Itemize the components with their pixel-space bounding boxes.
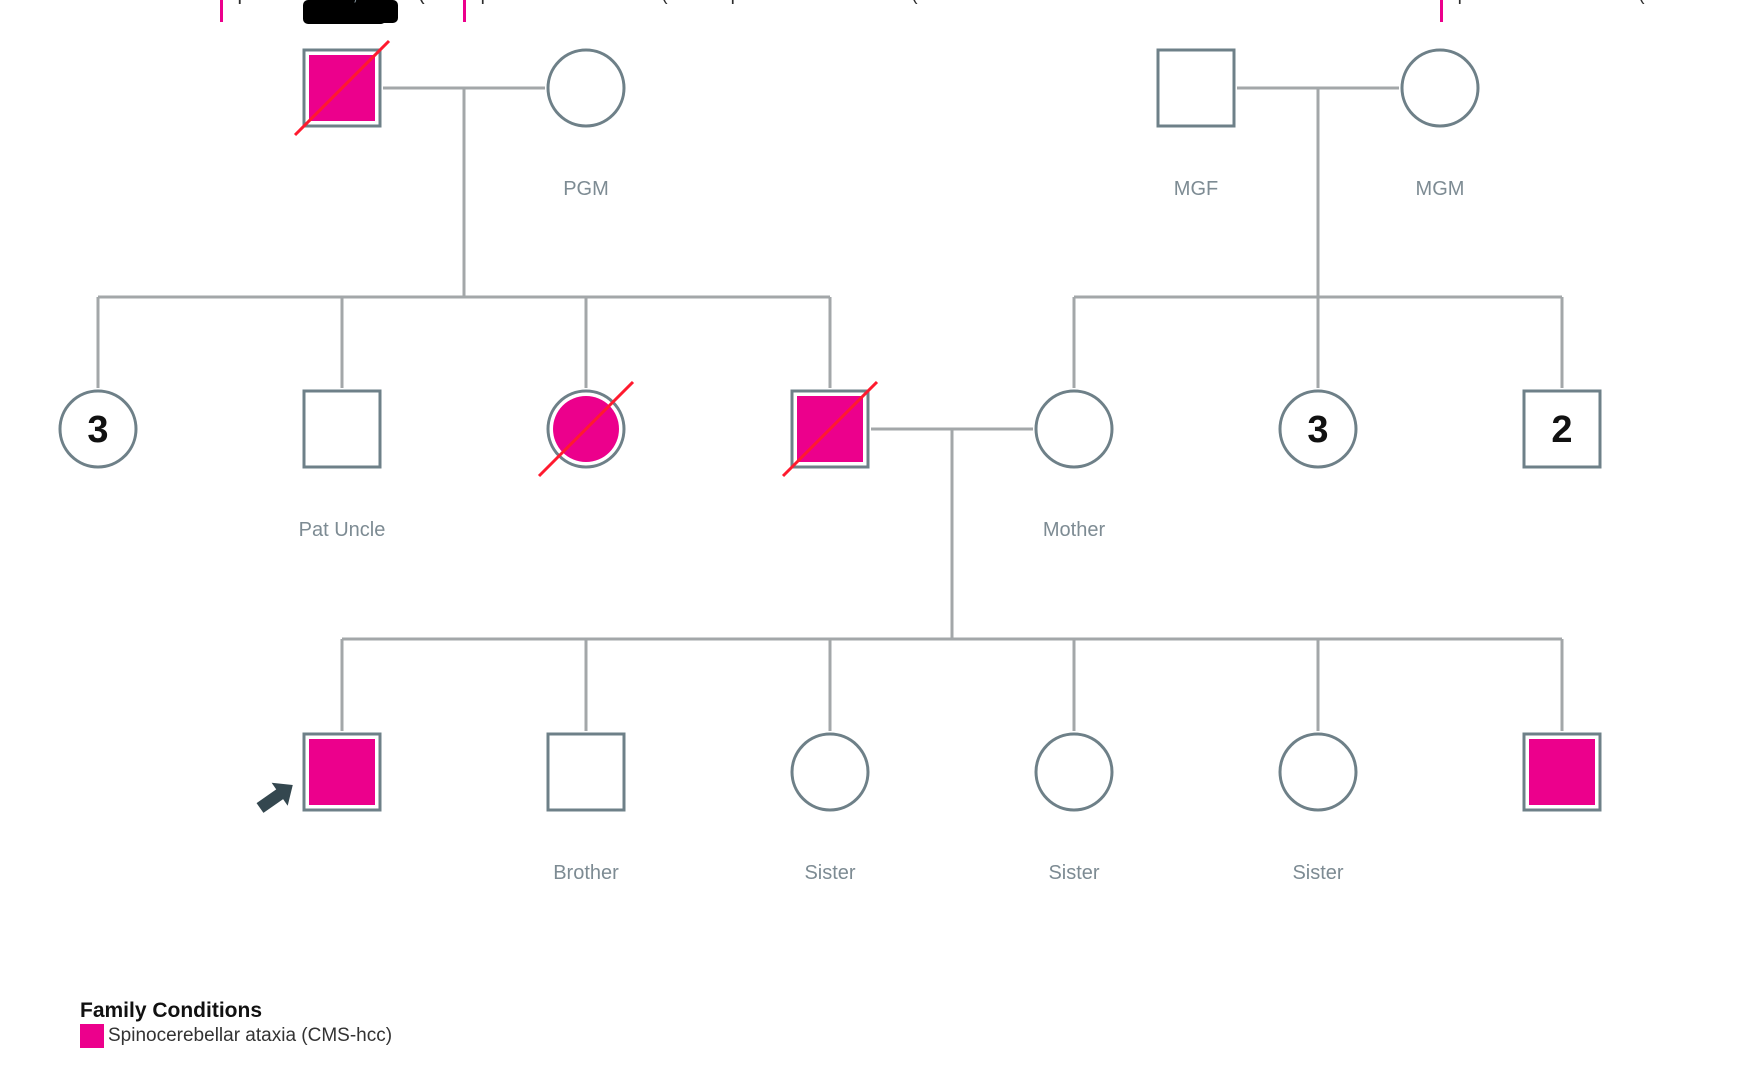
member-patient[interactable] — [252, 732, 382, 819]
member-mat-aunts-group[interactable]: 3 — [1278, 389, 1358, 469]
deceased-slash — [537, 380, 635, 478]
member-name: Father — [801, 0, 859, 5]
member-pat-aunts-group[interactable]: 3 — [58, 389, 138, 469]
member-pgm[interactable] — [546, 48, 626, 128]
legend-title: Family Conditions — [80, 999, 263, 1022]
member-label: MGM — [1416, 178, 1465, 200]
callout-brother-2[interactable]: BrotherSpinocerebellar ataxia (... — [1440, 0, 1660, 22]
member-label: Brother — [553, 862, 619, 884]
female-circle-symbol[interactable] — [1034, 732, 1114, 812]
member-condition: Spinocerebellar ataxia (... — [468, 0, 683, 5]
member-sister-1[interactable] — [790, 732, 870, 812]
female-circle-symbol[interactable] — [790, 732, 870, 812]
female-circle-symbol[interactable] — [1034, 389, 1114, 469]
member-condition: Spinocerebellar ataxia (... — [718, 0, 933, 5]
female-circle-symbol[interactable] — [546, 48, 626, 128]
member-label: MGF — [1174, 178, 1218, 200]
condition-color-bar — [1440, 0, 1443, 22]
member-pgf[interactable] — [293, 39, 391, 137]
male-square-symbol[interactable] — [1522, 389, 1602, 469]
member-mat-uncles-group[interactable]: 2 — [1522, 389, 1602, 469]
connector-lines — [96, 86, 1564, 731]
callouts: PGFSpinocerebellar ataxia (...Pat AuntSp… — [220, 0, 1660, 24]
female-circle-symbol[interactable] — [1278, 389, 1358, 469]
member-label: Mother — [1043, 519, 1106, 541]
female-circle-symbol[interactable] — [1400, 48, 1480, 128]
family-members: 3 3 2 — [58, 39, 1602, 819]
member-brother-2[interactable] — [1522, 732, 1602, 812]
member-pat-uncle[interactable] — [302, 389, 382, 469]
condition-color-bar — [463, 0, 466, 22]
condition-color-swatch — [80, 1024, 104, 1048]
sibling-count: 3 — [1307, 409, 1328, 451]
member-name: Brother — [1529, 0, 1595, 5]
member-mother[interactable] — [1034, 389, 1114, 469]
male-square-symbol[interactable] — [546, 732, 626, 812]
member-pat-aunt[interactable] — [537, 380, 635, 478]
legend-item-label: Spinocerebellar ataxia (CMS-hcc) — [108, 1025, 393, 1046]
member-name: Pat Aunt — [548, 0, 624, 5]
female-circle-symbol[interactable] — [58, 389, 138, 469]
callout-pat-aunt[interactable]: Pat AuntSpinocerebellar ataxia (... — [463, 0, 683, 22]
sibling-count: 2 — [1551, 409, 1572, 451]
member-label: Sister — [804, 862, 855, 884]
member-sister-3[interactable] — [1278, 732, 1358, 812]
member-father[interactable] — [781, 380, 879, 478]
legend-item: Spinocerebellar ataxia (CMS-hcc) — [80, 1024, 392, 1048]
member-sister-2[interactable] — [1034, 732, 1114, 812]
member-name: Patient, — [290, 0, 358, 5]
affected-fill — [1529, 739, 1595, 805]
deceased-slash — [293, 39, 391, 137]
condition-color-bar — [220, 0, 223, 22]
sibling-count: 3 — [87, 409, 108, 451]
member-mgm[interactable] — [1400, 48, 1480, 128]
female-circle-symbol[interactable] — [1278, 732, 1358, 812]
member-label: Pat Uncle — [299, 519, 386, 541]
member-brother-1[interactable] — [546, 732, 626, 812]
member-label: Sister — [1048, 862, 1099, 884]
callout-patient[interactable]: Patient,Spinocerebellar ataxia (... — [220, 0, 440, 24]
family-conditions-legend: Family Conditions Spinocerebellar ataxia… — [80, 998, 392, 1048]
redacted-detail — [363, 0, 398, 23]
callout-father[interactable]: FatherSpinocerebellar ataxia (... — [718, 0, 933, 5]
member-mgf[interactable] — [1156, 48, 1236, 128]
member-condition: Spinocerebellar ataxia (... — [1445, 0, 1660, 5]
member-label: PGM — [563, 178, 609, 200]
male-square-symbol[interactable] — [302, 389, 382, 469]
deceased-slash — [781, 380, 879, 478]
male-square-symbol[interactable] — [1156, 48, 1236, 128]
member-condition: Spinocerebellar ataxia (... — [225, 0, 440, 5]
member-label: Sister — [1292, 862, 1343, 884]
affected-fill — [309, 739, 375, 805]
proband-arrow-icon — [256, 782, 293, 813]
